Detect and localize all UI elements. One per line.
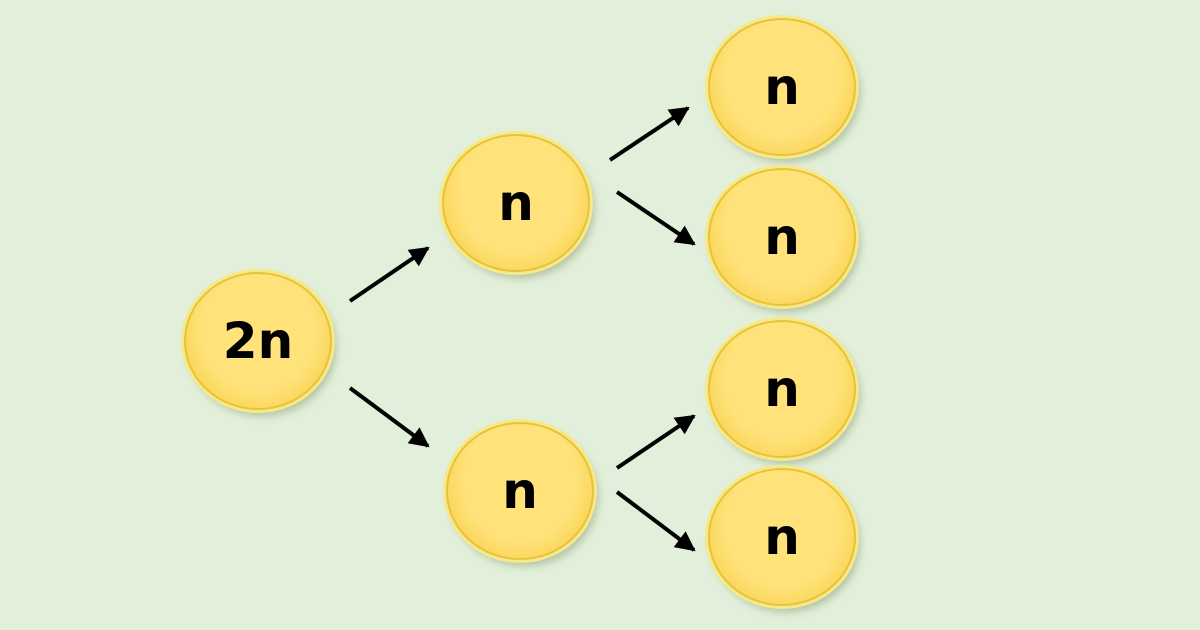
second-division-cell-1-label: n: [764, 58, 800, 116]
second-division-cell-2: n: [708, 168, 856, 306]
first-division-cell-top-label: n: [498, 174, 534, 232]
arrow-parent-to-mid-bottom: [348, 386, 430, 448]
second-division-cell-1: n: [708, 18, 856, 156]
second-division-cell-3-label: n: [764, 360, 800, 418]
arrow-mid-bottom-to-out-4: [615, 490, 696, 552]
parent-cell-label: 2n: [222, 312, 294, 370]
arrow-mid-top-to-out-1: [608, 106, 690, 162]
second-division-cell-2-label: n: [764, 208, 800, 266]
second-division-cell-4: n: [708, 468, 856, 606]
first-division-cell-bottom-label: n: [502, 462, 538, 520]
second-division-cell-3: n: [708, 320, 856, 458]
first-division-cell-top: n: [442, 134, 590, 272]
arrow-mid-top-to-out-2: [615, 190, 696, 246]
arrow-mid-bottom-to-out-3: [615, 414, 696, 470]
arrow-parent-to-mid-top: [348, 246, 430, 303]
first-division-cell-bottom: n: [446, 422, 594, 560]
second-division-cell-4-label: n: [764, 508, 800, 566]
parent-cell: 2n: [184, 272, 332, 410]
